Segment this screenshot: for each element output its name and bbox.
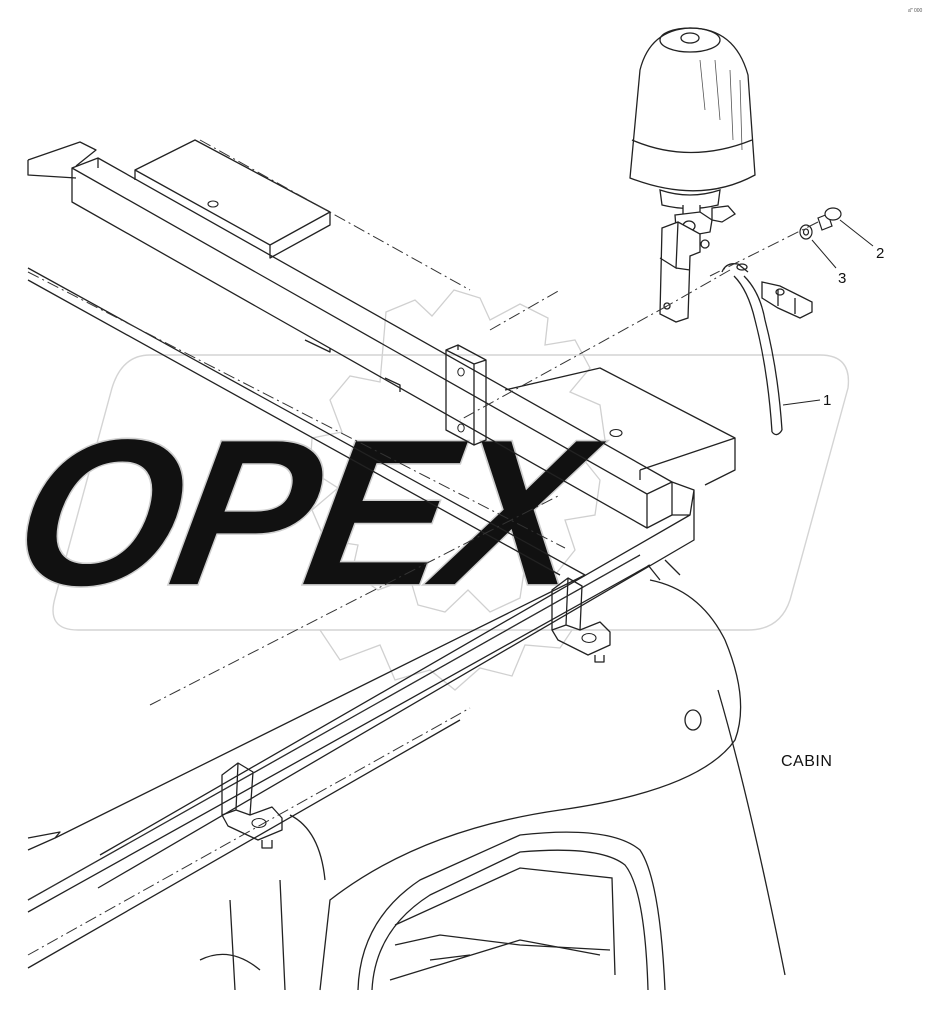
right-bracket-plate <box>504 367 736 486</box>
screw-head <box>824 207 842 221</box>
corner-mark: a‴ 000 <box>908 8 923 14</box>
centerline-d <box>27 707 471 956</box>
rear-bracket-hole <box>207 200 219 208</box>
wire-connector-end <box>775 288 785 296</box>
assembly-line-screw <box>709 221 819 277</box>
rear-roof-edge <box>27 141 97 179</box>
part-3-washer <box>799 224 813 240</box>
callout-1: 1 <box>823 392 831 409</box>
roof-panel-lower <box>27 831 61 851</box>
centerline-b <box>199 139 471 291</box>
cabin-label: CABIN <box>781 753 832 770</box>
cabin-mid-lines <box>647 559 681 581</box>
wire-harness <box>721 263 813 436</box>
beacon-wingnut <box>711 205 736 223</box>
wire-connector <box>761 281 813 319</box>
centerline-c <box>27 554 641 901</box>
assembly-line-bracket <box>459 305 668 421</box>
cabin-shell <box>199 559 786 991</box>
washer-inner <box>802 228 810 236</box>
watermark-text: OPEX <box>0 394 617 629</box>
leader-2 <box>839 219 874 247</box>
cabin-side-curve <box>717 689 786 976</box>
beacon-band <box>631 139 753 154</box>
wire-cable-end <box>771 429 783 436</box>
roof-panel-edge <box>27 267 586 839</box>
cabin-window-frame <box>357 831 666 991</box>
beacon-top-knob <box>680 32 700 44</box>
callouts <box>782 219 874 406</box>
beacon-bracket-hole-top <box>700 239 710 249</box>
cabin-window-glass-edge <box>394 867 616 976</box>
leader-1 <box>782 399 821 406</box>
callout-2: 2 <box>876 245 884 262</box>
part-2-screw <box>817 207 842 231</box>
watermark-gear <box>309 289 606 613</box>
l-bracket-left <box>221 762 283 841</box>
cabin-left-pillar <box>199 879 286 991</box>
cabin-inner-beam <box>389 939 601 981</box>
mounting-block <box>445 344 487 446</box>
beacon-lamp <box>629 27 756 323</box>
cross-bar-clip <box>304 339 401 392</box>
beacon-mount-bracket <box>659 221 701 323</box>
front-cross-bar <box>97 481 695 889</box>
callout-3: 3 <box>838 270 846 287</box>
l-bracket-right-hole <box>581 632 597 644</box>
beacon-dome-shading <box>699 59 743 151</box>
beacon-base <box>659 189 721 210</box>
centerlines <box>27 139 641 956</box>
cabin-bolt <box>684 709 702 731</box>
centerline-f <box>489 289 561 331</box>
cabin-roof-curve <box>319 579 742 991</box>
watermark-plate <box>52 354 850 631</box>
cabin-window-inner <box>371 849 649 991</box>
wire-cable-outer <box>733 275 783 433</box>
right-bracket-hole <box>609 428 623 438</box>
centerline-e <box>149 494 561 706</box>
l-bracket-left-stud <box>261 840 273 849</box>
watermark-gear-lower <box>319 629 573 691</box>
cabin-roof-edge-inner <box>289 814 326 881</box>
mounting-block-hole-top <box>457 367 465 377</box>
l-bracket-left-hole <box>251 817 267 829</box>
l-bracket-right <box>551 577 611 656</box>
mounting-block-hole-bottom <box>457 423 465 433</box>
opex-watermark: OPEX <box>0 289 850 691</box>
beacon-top-cap <box>659 27 721 53</box>
leader-3 <box>811 239 837 269</box>
wire-lug-hole <box>736 263 748 271</box>
l-bracket-right-stud <box>594 655 605 663</box>
rear-bracket-block <box>134 139 331 259</box>
assembly-line-mount <box>666 269 731 307</box>
beacon-bracket-hole-bottom <box>663 302 671 310</box>
beacon-dome <box>629 27 756 192</box>
assembly-lines <box>459 221 819 421</box>
wire-lug-ring <box>721 263 749 273</box>
